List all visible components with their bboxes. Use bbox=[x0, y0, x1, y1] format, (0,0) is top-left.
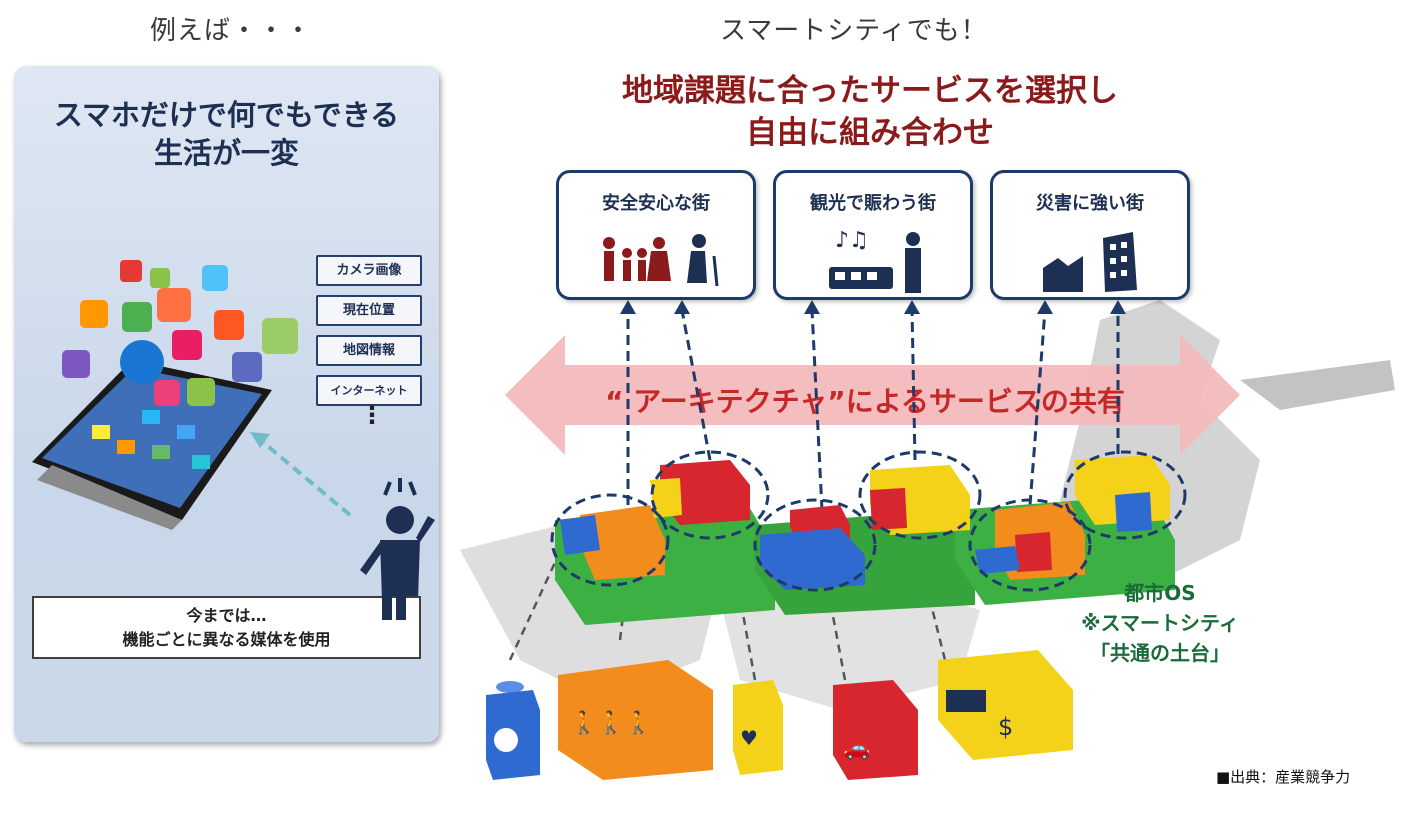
city-os-label: 都市OS ※スマートシティ 「共通の土台」 bbox=[1060, 578, 1260, 668]
media-label-internet: インターネット bbox=[316, 375, 422, 406]
yellow-blue-bricks-right bbox=[1075, 455, 1170, 532]
smartphone-apps-illustration bbox=[32, 260, 298, 530]
source-note: ■出典：産業競争力 bbox=[1216, 768, 1351, 786]
headline-line2: 自由に組み合わせ bbox=[746, 115, 994, 151]
person-legs bbox=[382, 540, 406, 620]
media-label-location: 現在位置 bbox=[316, 295, 422, 326]
service-title-safety: 安全安心な街 bbox=[602, 193, 710, 214]
os-line1: 都市OS bbox=[1124, 581, 1196, 605]
service-box-tourism: 観光で賑わう街 ♪♫ bbox=[773, 170, 973, 300]
red-yellow-bricks bbox=[650, 460, 750, 525]
left-title-line2: 生活が一変 bbox=[153, 136, 299, 170]
media-label-map: 地図情報 bbox=[316, 335, 422, 366]
blue-brick-center bbox=[760, 528, 865, 590]
service-box-safety: 安全安心な街 bbox=[556, 170, 756, 300]
left-panel-title: スマホだけで何でもできる 生活が一変 bbox=[14, 96, 439, 172]
svg-text:🚗: 🚗 bbox=[843, 736, 870, 761]
yellow-payment-brick-icon: $ bbox=[938, 650, 1073, 760]
service-title-disaster: 災害に強い街 bbox=[1036, 193, 1144, 214]
double-arrow bbox=[505, 335, 1240, 455]
until-line2: 機能ごとに異なる媒体を使用 bbox=[122, 630, 331, 649]
media-label-camera: カメラ画像 bbox=[316, 255, 422, 286]
disaster-building-icon bbox=[1043, 232, 1137, 292]
os-line3: 「共通の土台」 bbox=[1090, 641, 1230, 665]
previous-method-box: 今までは… 機能ごとに異なる媒体を使用 bbox=[32, 596, 421, 659]
red-parking-brick-icon: 🚗 bbox=[833, 680, 918, 780]
until-line1: 今までは… bbox=[186, 606, 267, 625]
headline-line1: 地域課題に合ったサービスを選択し bbox=[622, 73, 1118, 109]
more-dots: ⋮ bbox=[360, 401, 384, 429]
app-icons-cluster bbox=[62, 260, 298, 406]
yellow-health-brick-icon: ♥ bbox=[733, 680, 783, 775]
orange-people-brick-icon: 🚶🚶🚶 bbox=[558, 660, 713, 780]
right-header: スマートシティでも！ bbox=[720, 16, 988, 46]
yellow-red-bricks-center bbox=[870, 465, 970, 535]
left-title-line1: スマホだけで何でもできる bbox=[53, 98, 400, 132]
blue-brick-left bbox=[560, 515, 600, 555]
city-os-lego-platform bbox=[550, 450, 1187, 625]
right-headline: 地域課題に合ったサービスを選択し 自由に組み合わせ bbox=[520, 70, 1220, 154]
service-box-disaster: 災害に強い街 bbox=[990, 170, 1190, 300]
service-title-tourism: 観光で賑わう街 bbox=[810, 193, 936, 214]
blue-person-brick-icon bbox=[486, 681, 540, 780]
arrow-head-icon bbox=[250, 432, 270, 448]
dashed-circles bbox=[550, 450, 1187, 592]
os-line2: ※スマートシティ bbox=[1081, 611, 1239, 635]
orange-brick bbox=[580, 505, 665, 580]
dashed-arrow-to-phone bbox=[256, 436, 352, 517]
svg-text:$: $ bbox=[998, 713, 1013, 741]
left-header: 例えば・・・ bbox=[150, 16, 313, 46]
person-illustration bbox=[250, 432, 435, 600]
family-elderly-icon bbox=[603, 234, 719, 287]
svg-text:🚶🚶🚶: 🚶🚶🚶 bbox=[570, 710, 652, 736]
app-grid-on-screen bbox=[92, 410, 210, 469]
svg-text:♥: ♥ bbox=[740, 726, 758, 750]
tourism-train-music-icon: ♪♫ bbox=[829, 228, 921, 293]
orange-red-bricks-right bbox=[975, 502, 1085, 580]
service-bricks-row: 🚶🚶🚶 ♥ 🚗 $ bbox=[486, 650, 1073, 780]
svg-text:♪♫: ♪♫ bbox=[835, 228, 869, 253]
